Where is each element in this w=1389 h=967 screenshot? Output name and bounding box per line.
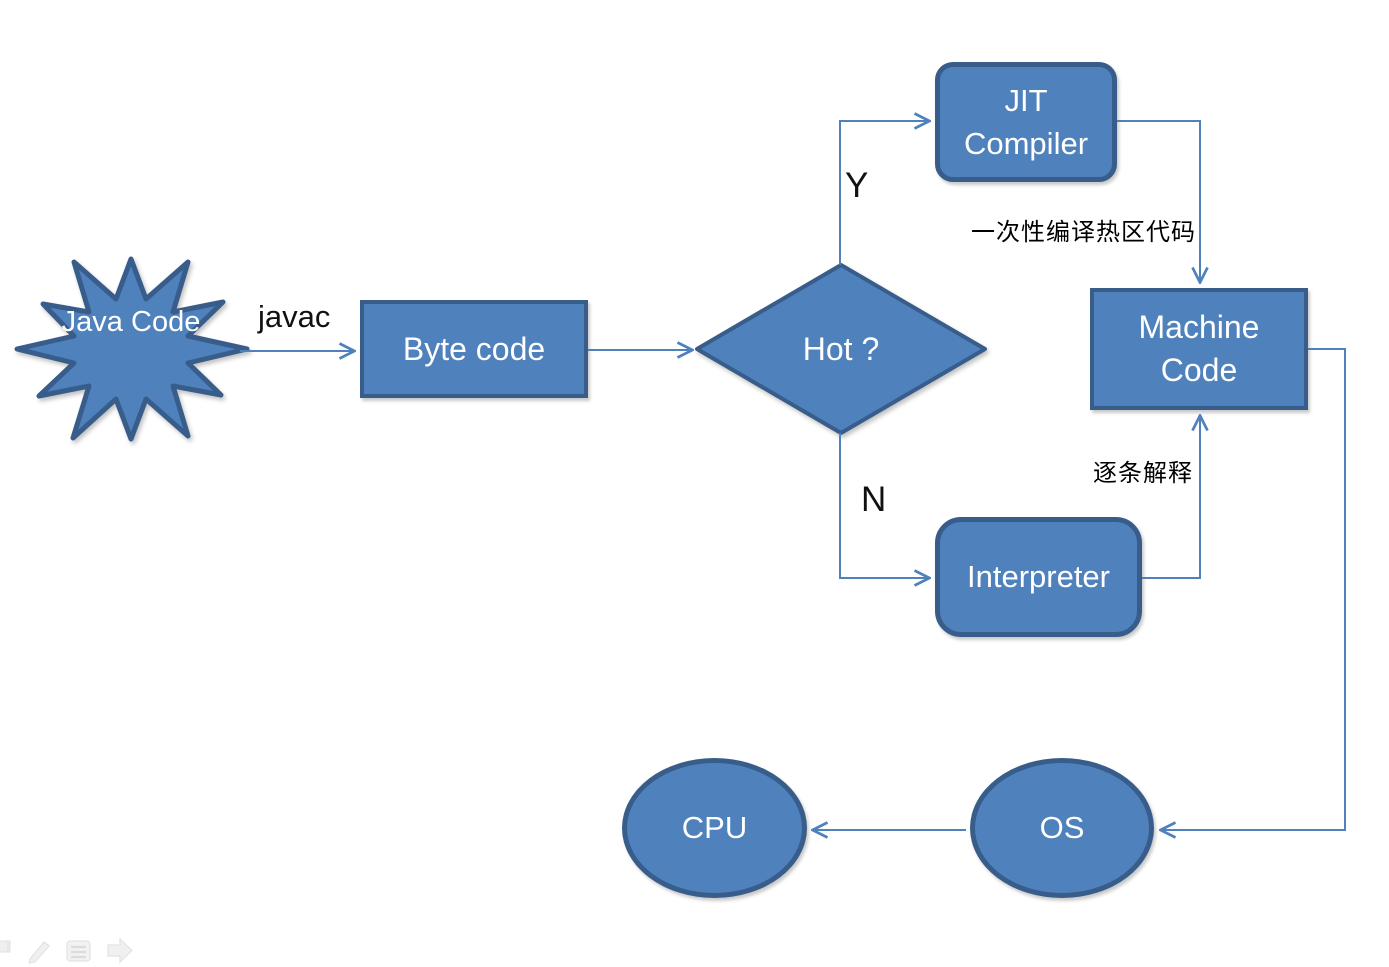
connector-machinecode-os [1162, 348, 1346, 830]
connector-interpreter-machinecode [1142, 417, 1200, 579]
connector-hot-interpreter [839, 433, 928, 578]
machine-label-line1: Machine [1138, 309, 1260, 345]
cpu-node: CPU [622, 758, 807, 898]
javac-edge-label: javac [258, 299, 331, 334]
byte-code-node: Byte code [360, 300, 588, 398]
menu-icon[interactable] [66, 940, 91, 962]
machine-code-node: Machine Code [1090, 288, 1308, 410]
yes-branch-label: Y [845, 166, 869, 205]
pen-icon[interactable] [28, 941, 50, 964]
no-branch-label: N [861, 480, 887, 519]
byte-code-label: Byte code [402, 330, 546, 367]
connector-jit-machinecode [1117, 120, 1200, 281]
cpu-label: CPU [681, 810, 748, 845]
previous-slide-arrow-icon[interactable] [0, 936, 11, 957]
connector-hot-jit [839, 121, 928, 265]
jit-label-line1: JIT [1004, 83, 1048, 118]
java-code-explosion-shape [14, 256, 250, 442]
interpreter-node: Interpreter [935, 517, 1142, 637]
os-node: OS [970, 758, 1154, 898]
slideshow-controls [0, 936, 133, 964]
hot-decision-diamond-shape [695, 263, 987, 435]
jit-compile-annotation: 一次性编译热区代码 [971, 219, 1196, 246]
next-slide-arrow-icon[interactable] [107, 937, 133, 964]
jit-label-line2: Compiler [963, 126, 1089, 161]
interpreter-label: Interpreter [966, 559, 1110, 594]
jit-compiler-node: JIT Compiler [935, 62, 1117, 182]
machine-label-line2: Code [1160, 352, 1238, 388]
interpret-annotation: 逐条解释 [1093, 460, 1193, 487]
os-label: OS [1039, 810, 1085, 845]
